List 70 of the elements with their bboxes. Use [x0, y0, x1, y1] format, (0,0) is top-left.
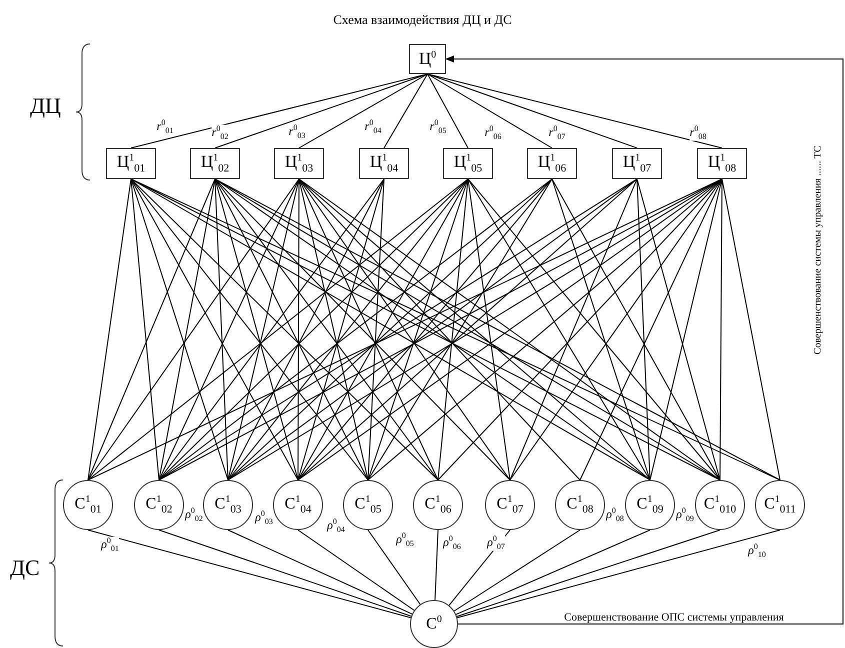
connector-line — [427, 74, 468, 148]
connector-line — [468, 178, 650, 480]
connector-line — [722, 178, 780, 480]
connector-line — [552, 178, 720, 480]
connector-line — [88, 178, 300, 480]
connector-line — [158, 530, 412, 617]
connector-line — [298, 530, 415, 611]
connector-line — [650, 178, 722, 480]
connector-line — [456, 530, 780, 618]
connector-line — [228, 178, 384, 480]
connector-line — [130, 178, 368, 480]
connector-line — [438, 178, 468, 480]
connector-line — [298, 178, 468, 480]
connector-line — [158, 178, 552, 480]
connector-line — [580, 178, 722, 480]
connector-line — [427, 74, 552, 148]
system-circle: C$^{0}$ — [410, 600, 458, 648]
connector-line — [214, 74, 428, 148]
connector-line — [214, 178, 510, 480]
connector-line — [636, 178, 650, 480]
goal-box: Ц$^{0}$ — [409, 44, 446, 74]
connector-line — [454, 530, 580, 612]
connector-line — [298, 178, 384, 480]
connector-line — [88, 530, 412, 618]
connector-line — [88, 178, 468, 480]
connector-line — [228, 178, 552, 480]
connector-line — [368, 178, 384, 480]
connector-line — [298, 178, 368, 480]
connector-line — [214, 178, 368, 480]
connector-line — [298, 178, 300, 480]
connector-line — [228, 178, 300, 480]
connector-line — [448, 530, 510, 606]
connector-line — [214, 178, 228, 480]
connector-line — [130, 178, 160, 480]
connector-line — [368, 178, 552, 480]
connector-line — [552, 178, 650, 480]
connector-line — [510, 178, 638, 480]
connector-line — [456, 530, 720, 617]
group-label: ДЦ — [30, 93, 61, 119]
connector-line — [720, 178, 722, 480]
connector-line — [368, 530, 421, 605]
connector-line — [130, 178, 298, 480]
connector-line — [298, 178, 510, 480]
connector-line — [468, 178, 510, 480]
connector-line — [130, 178, 228, 480]
connector-line — [214, 178, 298, 480]
connector-line — [368, 178, 468, 480]
connector-line — [298, 74, 428, 148]
connector-line — [228, 178, 468, 480]
connector-line — [434, 530, 438, 601]
connector-line — [456, 530, 650, 615]
connector-line — [130, 178, 438, 480]
connector-line — [158, 178, 216, 480]
connector-line — [88, 178, 132, 480]
connector-line — [158, 178, 300, 480]
connector-line — [510, 178, 722, 480]
connector-line — [298, 178, 438, 480]
diagram-title: Схема взаимодействия ДЦ и ДС — [332, 12, 513, 28]
connector-line — [384, 74, 428, 148]
connector-line — [636, 178, 720, 480]
arrow — [445, 55, 844, 624]
connector-line — [158, 178, 468, 480]
connector-line — [214, 178, 438, 480]
vertical-note: Совершенствование системы управления ...... ТС — [812, 146, 824, 354]
edge-label: Совершенствование ОПС системы управления — [564, 612, 784, 624]
connector-line — [88, 178, 216, 480]
connector-line — [158, 178, 384, 480]
connector-line — [228, 530, 413, 615]
group-label: ДС — [10, 555, 40, 581]
connector-line — [427, 74, 638, 148]
